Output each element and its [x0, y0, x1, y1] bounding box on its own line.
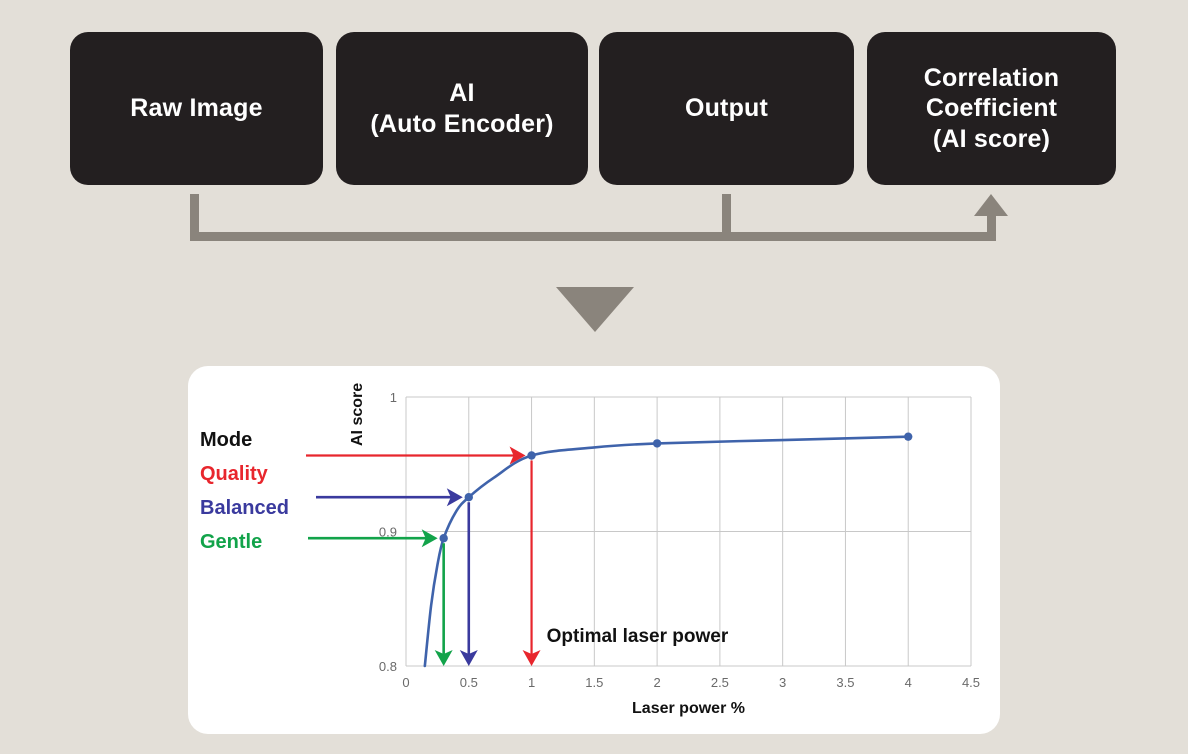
chart-gridlines — [405, 396, 972, 667]
x-tick-label: 0.5 — [460, 675, 478, 690]
x-tick-label: 3 — [779, 675, 786, 690]
connector-stub-raw-image — [190, 194, 199, 241]
pipeline-box-ai-auto-encoder[interactable]: AI (Auto Encoder) — [336, 32, 588, 185]
connector-horizontal-bar — [190, 232, 996, 241]
pipeline-box-label: Raw Image — [130, 94, 263, 123]
x-axis-title: Laser power % — [632, 700, 745, 717]
connector-riser — [987, 212, 996, 241]
x-tick-label: 2 — [653, 675, 660, 690]
x-tick-label: 0 — [402, 675, 409, 690]
legend-title: Mode — [200, 429, 252, 451]
chart-mode-arrows — [306, 446, 541, 666]
chart-line-series — [423, 435, 910, 668]
x-tick-label: 1 — [528, 675, 535, 690]
pipeline-box-label: Correlation Coefficient (AI score) — [923, 63, 1060, 153]
chart-card: 0 0.5 1 1.5 2 2.5 3 3.5 4 4.5 0.8 0.9 1 Laser power… — [188, 366, 1000, 734]
annotation-optimal-laser-power: Optimal laser power — [547, 626, 729, 647]
ai-score-chart: 0 0.5 1 1.5 2 2.5 3 3.5 4 4.5 0.8 0.9 1 Laser power… — [200, 383, 980, 717]
legend-item-quality[interactable]: Quality — [200, 463, 269, 485]
pipeline-row: Raw Image AI (Auto Encoder) Output Corre… — [0, 0, 1188, 200]
legend-item-gentle[interactable]: Gentle — [200, 531, 262, 553]
chart-data-markers — [439, 432, 913, 543]
pipeline-box-label: AI (Auto Encoder) — [370, 79, 554, 138]
y-axis-tick-labels: 0.8 0.9 1 — [379, 390, 397, 674]
x-axis-tick-labels: 0 0.5 1 1.5 2 2.5 3 3.5 4 4.5 — [402, 675, 980, 690]
y-tick-label: 0.8 — [379, 659, 397, 674]
legend-item-balanced[interactable]: Balanced — [200, 497, 289, 519]
connector-stub-output — [722, 194, 731, 241]
pipeline-box-correlation-coefficient[interactable]: Correlation Coefficient (AI score) — [867, 32, 1116, 185]
pipeline-box-raw-image[interactable]: Raw Image — [70, 32, 323, 185]
x-tick-label: 2.5 — [711, 675, 729, 690]
x-tick-label: 1.5 — [585, 675, 603, 690]
pipeline-box-label: Output — [684, 94, 769, 123]
y-axis-title: AI score — [349, 383, 366, 446]
feedback-connector — [0, 180, 1188, 270]
x-tick-label: 4.5 — [962, 675, 980, 690]
arrow-up-icon — [974, 194, 1008, 216]
x-tick-label: 3.5 — [836, 675, 854, 690]
y-tick-label: 0.9 — [379, 525, 397, 540]
arrow-down-icon — [556, 287, 634, 332]
y-tick-label: 1 — [390, 390, 397, 405]
x-tick-label: 4 — [905, 675, 912, 690]
pipeline-box-output[interactable]: Output — [599, 32, 854, 185]
